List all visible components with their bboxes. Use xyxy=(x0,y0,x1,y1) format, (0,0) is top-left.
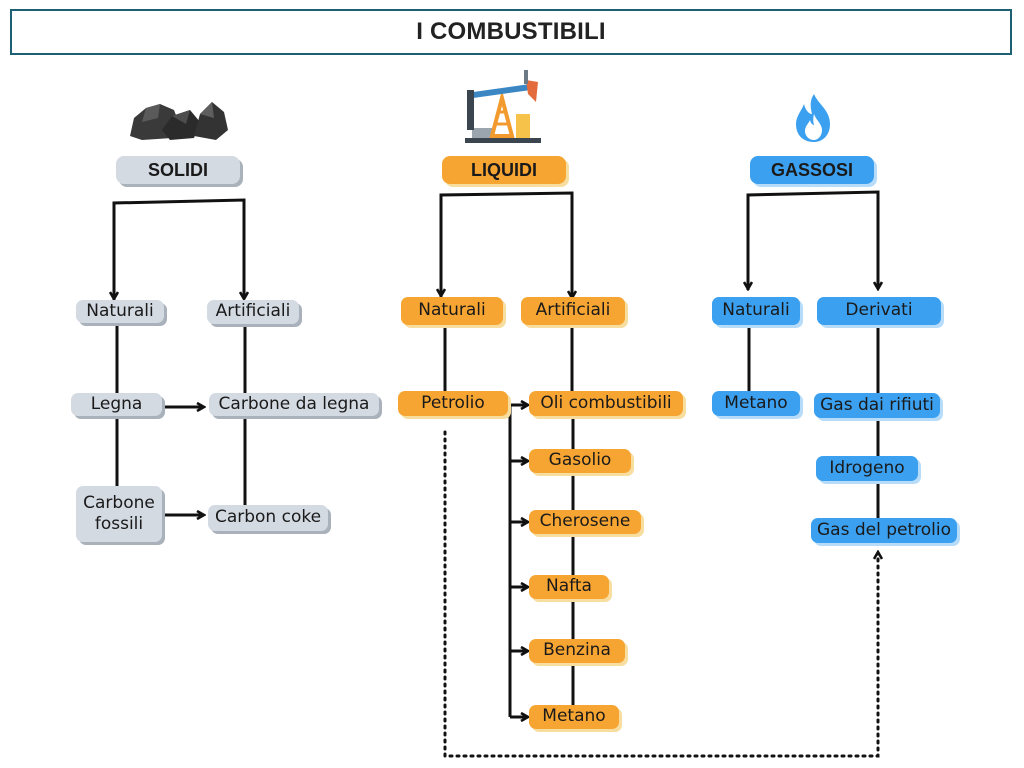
solidi-artificiali-node: Artificiali xyxy=(207,300,299,324)
page-title: I COMBUSTIBILI xyxy=(416,18,606,45)
gas-petrolio-node: Gas del petrolio xyxy=(811,518,957,543)
gas-rifiuti-node: Gas dai rifiuti xyxy=(814,393,940,418)
oil-pump-icon xyxy=(465,70,541,143)
liquidi-metano-node: Metano xyxy=(529,705,619,729)
solidi-branch-line xyxy=(112,198,244,300)
gassosi-naturali-node: Naturali xyxy=(712,297,800,325)
carbone-fossili-node: Carbone fossili xyxy=(76,486,162,542)
flame-icon xyxy=(796,94,830,142)
gasolio-node: Gasolio xyxy=(529,449,631,473)
legna-node: Legna xyxy=(71,393,162,416)
oli-combustibili-node: Oli combustibili xyxy=(529,391,683,416)
nafta-node: Nafta xyxy=(529,575,609,599)
solidi-header: SOLIDI xyxy=(116,156,240,184)
carbon-coke-node: Carbon coke xyxy=(208,505,328,531)
carbone-legna-node: Carbone da legna xyxy=(209,393,379,416)
idrogeno-node: Idrogeno xyxy=(816,456,918,481)
petrolio-to-gas-dotted-arrow xyxy=(443,430,878,758)
title-box: I COMBUSTIBILI xyxy=(10,9,1012,55)
liquidi-branch-line xyxy=(439,191,572,297)
benzina-node: Benzina xyxy=(529,639,625,663)
petrolio-node: Petrolio xyxy=(398,391,508,416)
gassosi-header: GASSOSI xyxy=(750,156,874,184)
solidi-naturali-node: Naturali xyxy=(76,300,164,323)
cherosene-node: Cherosene xyxy=(529,510,641,534)
gassosi-branch-line xyxy=(746,190,878,290)
derivati-node: Derivati xyxy=(817,297,941,325)
coal-icon xyxy=(130,102,228,140)
gassosi-metano-node: Metano xyxy=(712,391,800,416)
liquidi-header: LIQUIDI xyxy=(442,156,566,184)
liquidi-naturali-node: Naturali xyxy=(401,297,503,325)
liquidi-artificiali-node: Artificiali xyxy=(521,297,625,325)
